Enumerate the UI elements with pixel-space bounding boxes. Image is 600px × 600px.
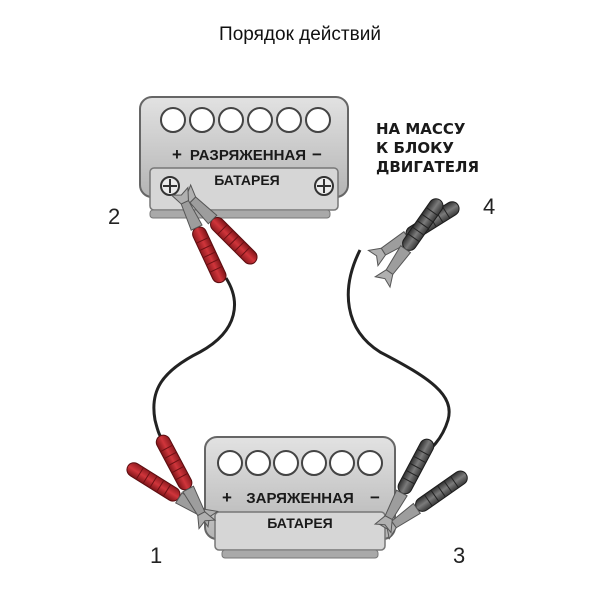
charged-label-line2: БАТАРЕЯ — [267, 515, 332, 531]
step-4-label: 4 — [483, 194, 496, 219]
discharged-label-line1: РАЗРЯЖЕННАЯ — [190, 147, 306, 164]
discharged-label-line2: БАТАРЕЯ — [214, 172, 279, 188]
discharged-battery: + РАЗРЯЖЕННАЯ − БАТАРЕЯ — [139, 96, 349, 219]
plus-sign: + — [172, 145, 182, 164]
terminal-positive — [160, 176, 180, 196]
page-title: Порядок действий — [219, 24, 381, 45]
cell-caps — [217, 450, 383, 476]
black-cable — [346, 249, 451, 460]
charged-battery: + ЗАРЯЖЕННАЯ − БАТАРЕЯ — [204, 436, 396, 559]
step-1-label: 1 — [150, 543, 163, 568]
cell-caps — [160, 107, 331, 133]
charged-label-line1: ЗАРЯЖЕННАЯ — [246, 490, 353, 507]
terminal-negative — [314, 176, 334, 196]
ground-note-line3: ДВИГАТЕЛЯ — [376, 158, 479, 176]
red-cable — [152, 277, 236, 442]
step-2-label: 2 — [108, 204, 121, 229]
ground-note-line1: НА МАССУ — [376, 120, 466, 138]
minus-sign: − — [370, 488, 380, 507]
step-3-label: 3 — [453, 543, 466, 568]
ground-note-line2: К БЛОКУ — [376, 139, 454, 157]
minus-sign: − — [312, 145, 322, 164]
plus-sign: + — [222, 488, 232, 507]
clamp-4-black-handle — [374, 194, 448, 288]
